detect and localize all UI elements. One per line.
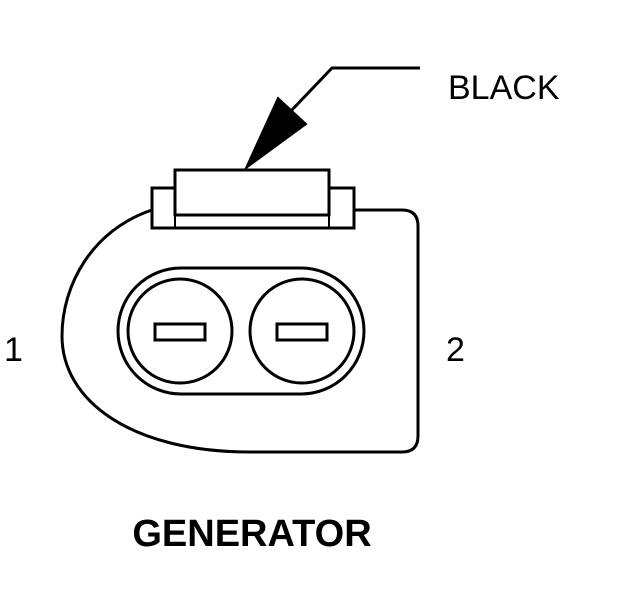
component-title: GENERATOR — [132, 513, 372, 555]
terminal-2-ring — [248, 277, 356, 385]
callout-leader-line — [288, 66, 420, 114]
connector-body — [60, 208, 420, 454]
callout-arrowhead — [243, 96, 308, 172]
pin-1-label: 1 — [4, 331, 23, 369]
terminal-cavity — [116, 266, 366, 396]
terminal-1-ring — [126, 277, 234, 385]
locking-tab-top — [173, 168, 331, 217]
terminal-1-blade — [153, 322, 207, 342]
terminal-2-blade — [275, 322, 329, 342]
pin-2-label: 2 — [446, 331, 465, 369]
wire-color-label: BLACK — [448, 69, 560, 107]
